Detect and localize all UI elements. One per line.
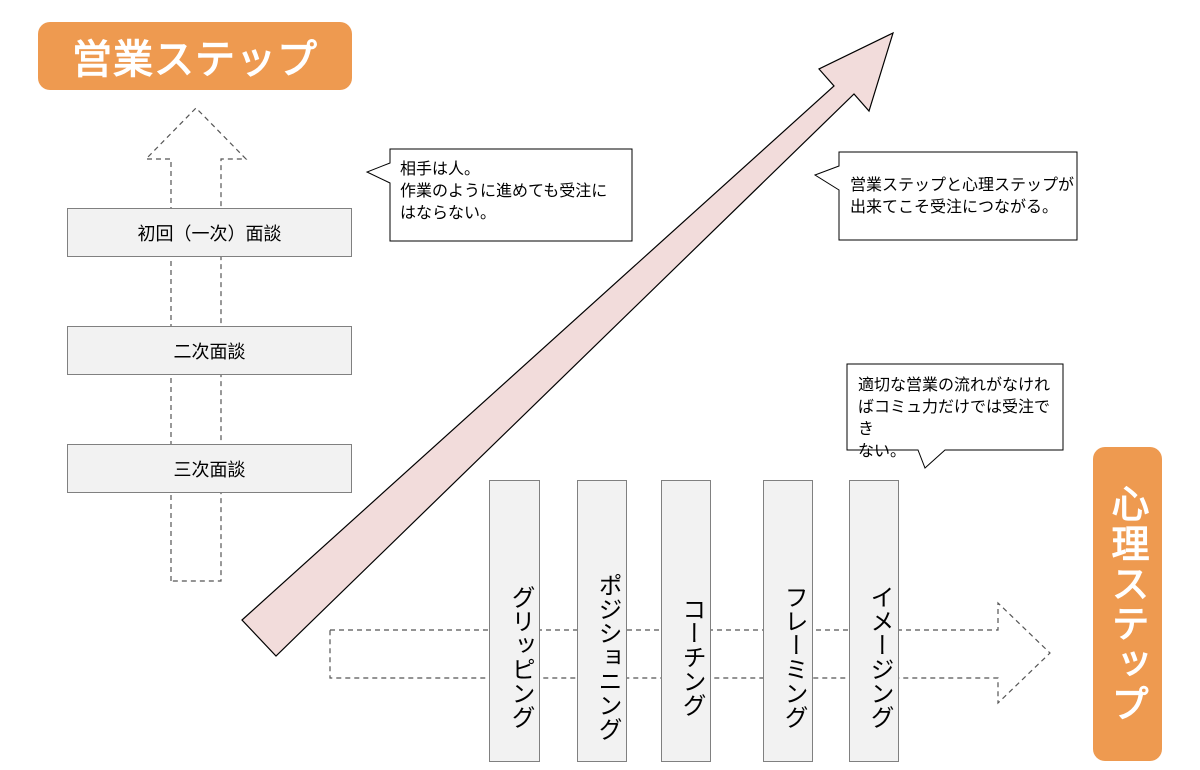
callout-person-text: 相手は人。 作業のように進めても受注に はならない。 [400,159,608,222]
sales-step-second-meeting: 二次面談 [67,326,352,375]
sales-step-first-meeting: 初回（一次）面談 [67,208,352,257]
callout-flow-text: 適切な営業の流れがなけれ ばコミュ力だけでは受注でき ない。 [858,375,1051,460]
sales-progress-arrow [144,107,248,582]
success-diagonal-arrow [241,31,894,657]
callout-both-bubble [813,151,1078,241]
callout-flow-bubble [846,363,1064,469]
psych-step-coaching: コーチング [661,480,711,762]
psych-step-framing: フレーミング [763,480,813,762]
callout-both-text: 営業ステップと心理ステップが 出来てこそ受注につながる。 [850,175,1075,216]
callout-person-bubble [365,148,633,242]
sales-step-title: 営業ステップ [38,22,352,90]
sales-step-third-meeting: 三次面談 [67,444,352,493]
psych-step-title: 心理ステップ [1093,447,1162,761]
psych-progress-arrow [329,601,1051,705]
psych-step-imaging: イメージング [849,480,899,762]
psych-step-gripping: グリッピング [489,480,540,762]
psych-step-positioning: ポジショニング [577,480,627,762]
